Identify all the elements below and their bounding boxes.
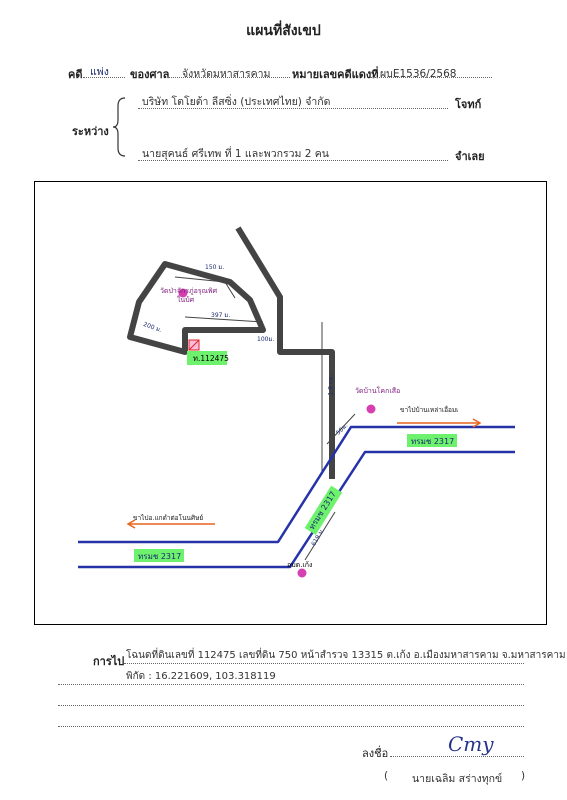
directions-line-1: โฉนดที่ดินเลขที่ 112475 เลขที่ดิน 750 หน… xyxy=(126,650,566,661)
land-plot-outline xyxy=(127,261,266,355)
brace xyxy=(112,97,126,157)
distance-label: 100ม. xyxy=(257,336,275,343)
highway-line-upper xyxy=(78,425,515,544)
temple-label: วัดป่าจักรภู่อรุณพิศ xyxy=(160,287,218,295)
directions-label: การไป xyxy=(93,655,125,668)
west-direction-label: ขาไปอ.แกดำต่อโนนศิษย์ xyxy=(133,514,204,522)
court-label: ของศาล xyxy=(130,68,170,81)
defendant-role: จำเลย xyxy=(455,150,485,163)
sketch-map: วัดป่าจักรภู่อรุณพิศ ในบ้ศ ท.112475 วัดบ… xyxy=(34,181,547,625)
temple-label-2: ในบ้ศ xyxy=(177,296,195,304)
signature-close-paren: ) xyxy=(521,770,526,782)
land-number-label: ท.112475 xyxy=(193,354,229,363)
case-label: คดี xyxy=(68,68,83,81)
road-label-highlight-west xyxy=(134,549,184,562)
case-type: แพ่ง xyxy=(90,66,109,78)
school-label: วัดบ้านโคกเสือ xyxy=(355,387,401,395)
road-label-west: ทรมช 2317 xyxy=(138,552,182,561)
distance-label: 1.9 กม. xyxy=(327,374,335,396)
access-road xyxy=(235,226,335,479)
road-label-highlight-diag xyxy=(304,485,343,535)
map-drawing xyxy=(78,226,515,578)
land-label-highlight xyxy=(187,351,227,365)
temple-marker xyxy=(178,288,188,298)
defendant-name: นายสุคนธ์ ศรีเทพ ที่ 1 และพวกรวม 2 คน xyxy=(142,148,329,160)
plaintiff-role: โจทก์ xyxy=(455,98,482,111)
red-case-label: หมายเลขคดีแดงที่ xyxy=(292,68,379,81)
school-marker xyxy=(366,404,376,414)
signature-scribble: Cmy xyxy=(448,732,494,756)
road-label-highlight-east xyxy=(407,434,457,447)
signature-label: ลงชื่อ xyxy=(362,747,389,760)
between-label: ระหว่าง xyxy=(72,125,109,138)
east-direction-label: ขาไปบ้านเหล่าเอื่อมเ xyxy=(400,406,459,414)
red-case-number: ผบE1536/2568 xyxy=(380,68,457,80)
plaintiff-name: บริษัท โตโยต้า ลีสซิ่ง (ประเทศไทย) จำกัด xyxy=(142,96,331,108)
office-marker xyxy=(297,568,307,578)
coordinates: พิกัด : 16.221609, 103.318119 xyxy=(126,671,276,682)
road-label-east: ทรมช 2317 xyxy=(411,437,455,446)
office-label: อบต.เก้ง xyxy=(287,561,313,569)
page-title: แผนที่สังเขป xyxy=(246,23,321,39)
signatory-name: นายเฉลิม สร่างทุกข์ xyxy=(412,773,503,785)
court-name: จังหวัดมหาสารคาม xyxy=(182,68,271,80)
signature-open-paren: ( xyxy=(384,770,389,782)
distance-label: 150 ม. xyxy=(205,264,225,271)
distance-label: 397 ม. xyxy=(211,312,231,319)
